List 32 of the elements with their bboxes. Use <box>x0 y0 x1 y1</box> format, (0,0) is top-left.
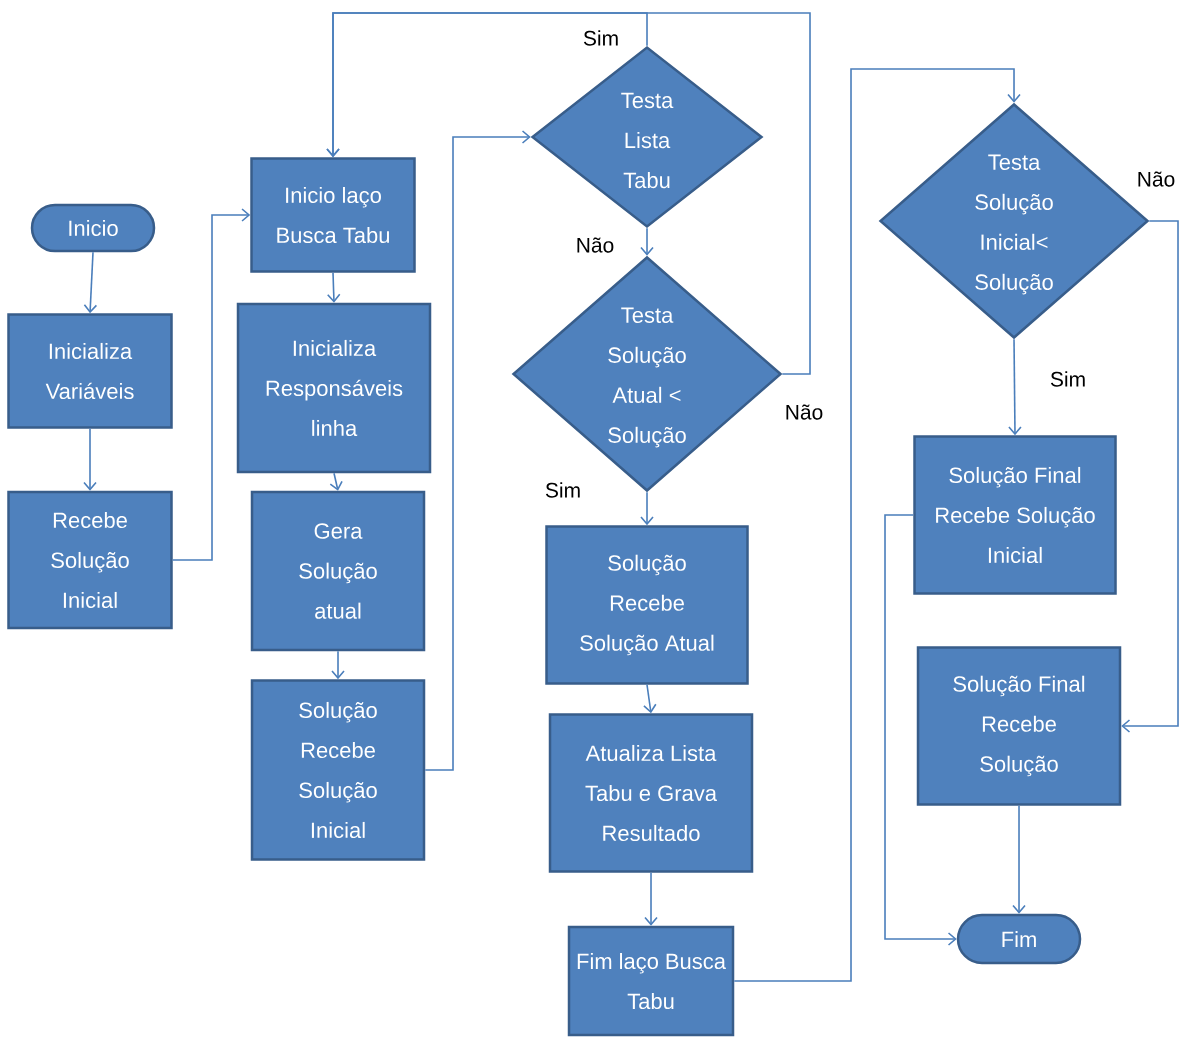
arrow <box>171 208 251 561</box>
process-box: Solução Recebe Solução Atual <box>545 525 749 685</box>
process-box: Atualiza Lista Tabu e Grava Resultado <box>548 713 754 873</box>
arrow <box>1121 220 1179 733</box>
edge-label: Sim <box>1048 370 1088 388</box>
arrow <box>326 12 811 375</box>
process-box: Inicializa Responsáveis linha <box>236 302 432 474</box>
arrow <box>83 427 97 491</box>
arrow <box>884 514 957 946</box>
process-box: Solução Final Recebe Solução Inicial <box>913 435 1117 595</box>
process-box: Inicializa Variáveis <box>7 313 173 429</box>
arrow <box>640 491 654 526</box>
arrow <box>1008 338 1022 436</box>
arrow <box>424 130 531 771</box>
arrow <box>1012 804 1026 914</box>
process-box: Inicio laço Busca Tabu <box>250 157 416 273</box>
edge-label: Não <box>783 403 825 421</box>
process-box: Fim laço Busca Tabu <box>567 925 735 1037</box>
arrow <box>326 271 341 303</box>
arrow <box>83 251 98 314</box>
process-box: Solução Final Recebe Solução <box>916 646 1122 806</box>
process-box: Gera Solução atual <box>250 490 426 652</box>
arrow <box>640 227 654 256</box>
process-box: Recebe Solução Inicial <box>7 490 173 630</box>
arrow <box>643 683 657 714</box>
edge-label: Sim <box>581 29 621 47</box>
arrow <box>331 650 345 680</box>
arrow <box>644 871 658 926</box>
process-box: Solução Recebe Solução Inicial <box>250 679 426 861</box>
edge-label: Não <box>574 236 616 254</box>
arrow <box>733 68 1021 982</box>
arrow <box>329 472 343 491</box>
